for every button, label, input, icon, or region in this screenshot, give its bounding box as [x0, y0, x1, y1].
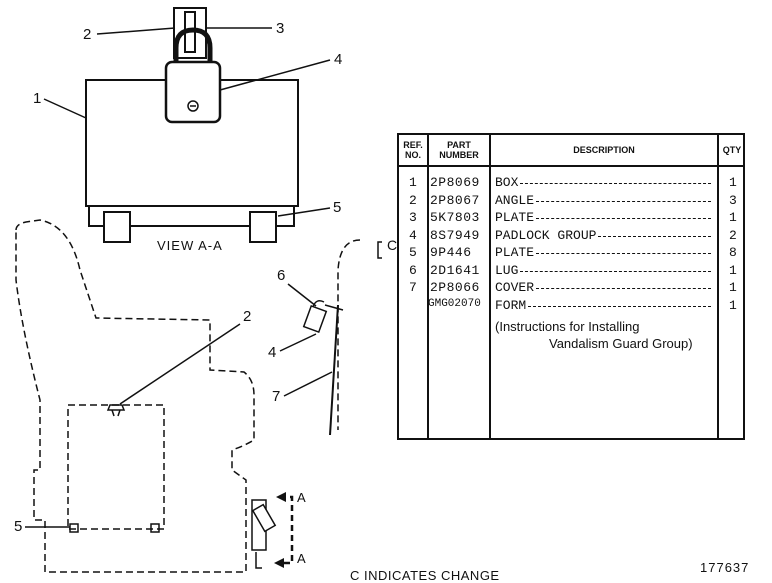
qty-cell: 1 [729, 210, 737, 225]
form-note-line-2: Vandalism Guard Group) [549, 336, 693, 351]
part-number-cell: 2P8067 [430, 192, 480, 208]
description-leader [598, 235, 711, 237]
description-leader [536, 218, 711, 219]
description-cell: COVER [495, 280, 535, 295]
callout-1: 1 [33, 90, 42, 107]
box-foot-right [249, 211, 277, 243]
qty-cell: 1 [729, 280, 737, 295]
description-cell: PADLOCK GROUP [495, 227, 597, 243]
ref-cell: 2 [409, 192, 417, 208]
cover-right-curve [337, 239, 361, 430]
callout-2: 2 [83, 26, 92, 43]
callout-5: 5 [333, 199, 342, 216]
part-number-cell: 2P8069 [430, 175, 480, 190]
table-row: 4 8S7949 PADLOCK GROUP 2 [399, 228, 743, 246]
qty-cell: 1 [729, 297, 737, 313]
figure-number: 177637 [700, 560, 750, 575]
description-cell: PLATE [495, 210, 535, 225]
ref-cell: 4 [409, 227, 417, 243]
qty-cell: 3 [729, 192, 737, 208]
ref-cell: 6 [409, 262, 417, 278]
ref-cell: 7 [409, 280, 417, 295]
col-divider [489, 135, 491, 438]
col-divider [427, 135, 429, 438]
door-plate-left [69, 523, 79, 533]
small-padlock [302, 304, 328, 334]
part-number-cell: GMG02070 [428, 297, 481, 310]
section-arrow-bottom [274, 558, 284, 568]
callout-4-main: 4 [268, 344, 277, 361]
cover-part [329, 304, 339, 436]
box-foot-left [103, 211, 131, 243]
table-row: 5 9P446 PLATE 8 [399, 245, 743, 263]
description-leader [536, 288, 711, 289]
leader-4b [279, 333, 317, 352]
section-line [278, 495, 294, 565]
box-outline [85, 79, 299, 207]
col-divider [717, 135, 719, 438]
qty-cell: 2 [729, 227, 737, 243]
machine-outline [15, 219, 255, 573]
part-number-cell: 9P446 [430, 245, 472, 260]
callout-5-main: 5 [14, 518, 23, 535]
section-label-top: A [297, 490, 306, 505]
qty-cell: 8 [729, 245, 737, 260]
table-row: 2 2P8067 ANGLE 3 [399, 193, 743, 211]
callout-7: 7 [272, 388, 281, 405]
section-label-bottom: A [297, 551, 306, 566]
ref-cell: 5 [409, 245, 417, 260]
part-number-cell: 2D1641 [430, 262, 480, 278]
part-number-cell: 5K7803 [430, 210, 480, 225]
table-row: 1 2P8069 BOX 1 [399, 175, 743, 193]
callout-6: 6 [277, 267, 286, 284]
callout-2-main: 2 [243, 308, 252, 325]
leader-7 [283, 371, 333, 397]
door-panel [67, 404, 165, 530]
box-bottom-rail [88, 206, 295, 227]
callout-3: 3 [276, 20, 285, 37]
table-row: GMG02070 FORM 1 [399, 298, 743, 316]
section-arrow-top [276, 492, 286, 502]
door-plate-right [150, 523, 160, 533]
description-cell: PLATE [495, 245, 535, 260]
table-row: 7 2P8066 COVER 1 [399, 280, 743, 298]
change-note: C INDICATES CHANGE [350, 568, 500, 583]
description-leader [520, 183, 711, 184]
leader-6 [287, 283, 317, 307]
description-leader [536, 200, 711, 202]
door-lug [106, 404, 126, 417]
leader-2 [96, 27, 176, 35]
part-number-cell: 2P8066 [430, 280, 480, 295]
ref-cell: 1 [409, 175, 417, 190]
table-row: 3 5K7803 PLATE 1 [399, 210, 743, 228]
leader-5 [277, 207, 331, 217]
qty-cell: 1 [729, 175, 737, 190]
part-number-cell: 8S7949 [430, 227, 480, 243]
padlock-keyhole [187, 100, 199, 112]
change-marker: C [387, 237, 398, 253]
leader-2b [119, 323, 241, 405]
leader-4 [219, 59, 331, 91]
description-cell: FORM [495, 297, 527, 313]
form-note-line-1: (Instructions for Installing [495, 319, 640, 334]
change-bracket [377, 241, 382, 259]
description-leader [528, 305, 711, 307]
description-leader [520, 270, 711, 272]
leader-1 [43, 98, 87, 119]
description-leader [536, 253, 711, 254]
description-cell: ANGLE [495, 192, 535, 208]
table-row: 6 2D1641 LUG 1 [399, 263, 743, 281]
callout-4: 4 [334, 51, 343, 68]
description-cell: BOX [495, 175, 519, 190]
padlock-body [164, 60, 222, 124]
view-label: VIEW A-A [157, 238, 223, 253]
padlock-shackle [173, 27, 213, 68]
ref-cell: 3 [409, 210, 417, 225]
qty-cell: 1 [729, 262, 737, 278]
description-cell: LUG [495, 262, 519, 278]
